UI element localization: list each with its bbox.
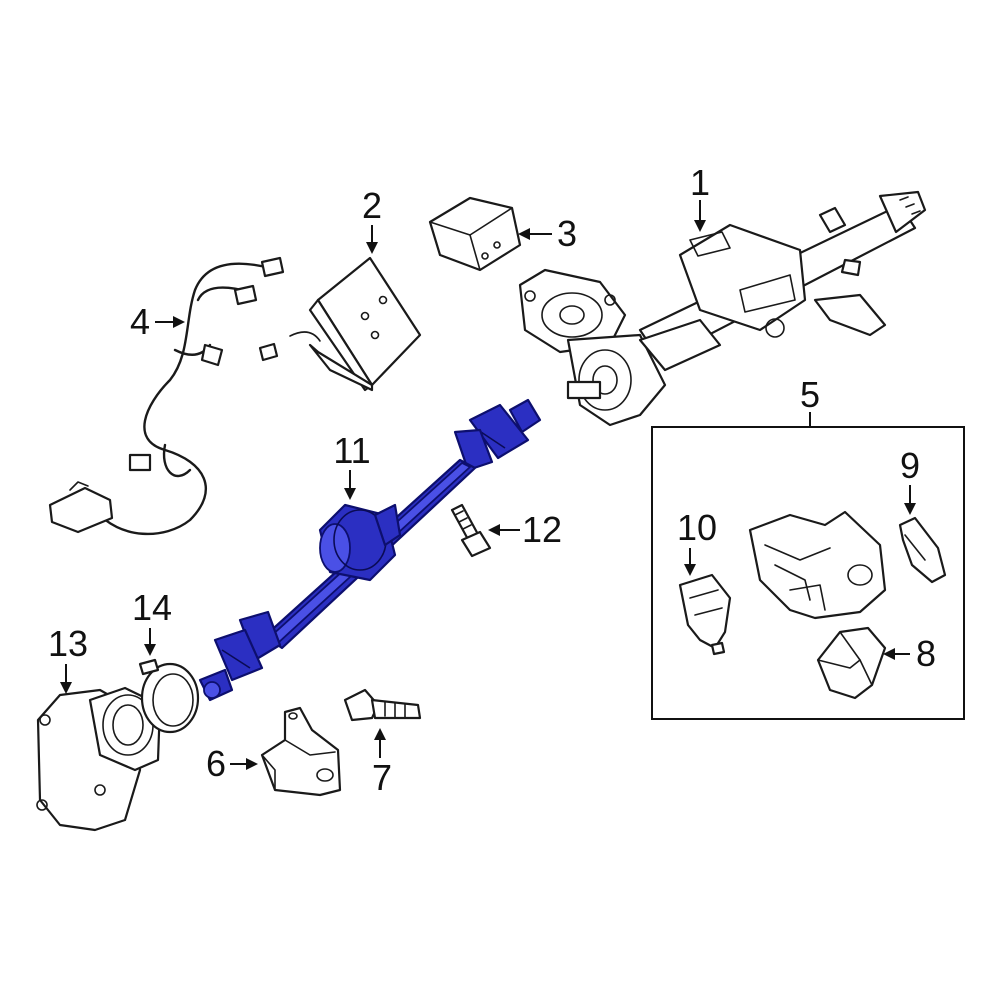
part-13-column-hole-cover[interactable] [36, 686, 162, 832]
callout-6: 6 [206, 743, 258, 784]
callout-1-number: 1 [690, 162, 710, 203]
part-10-immobilizer[interactable] [678, 573, 732, 656]
part-11-intermediate-shaft[interactable] [198, 398, 542, 702]
callout-9-number: 9 [900, 445, 920, 486]
part-7-stud[interactable] [343, 688, 422, 722]
callout-10-number: 10 [677, 507, 717, 548]
part-9-switch[interactable] [898, 516, 947, 584]
part-14-clamp-ring[interactable] [138, 658, 200, 734]
part-1-steering-column[interactable] [518, 190, 927, 427]
callout-5-number: 5 [800, 374, 820, 415]
callout-11-number: 11 [333, 430, 370, 471]
part-3-module-cover[interactable] [428, 196, 522, 272]
callout-8-number: 8 [916, 633, 936, 674]
callout-10: 10 [677, 507, 717, 576]
callout-2: 2 [362, 185, 382, 254]
callout-8: 8 [883, 633, 936, 674]
callout-7-number: 7 [372, 757, 392, 798]
callout-5: 5 [800, 374, 820, 427]
lock-housing[interactable] [748, 510, 887, 620]
callout-4-number: 4 [130, 301, 150, 342]
callout-12: 12 [488, 509, 562, 550]
callout-7: 7 [372, 728, 392, 798]
callout-9: 9 [900, 445, 920, 515]
part-12-bolt[interactable] [450, 503, 492, 558]
callout-2-number: 2 [362, 185, 382, 226]
callout-1: 1 [690, 162, 710, 232]
part-8-key-cylinder[interactable] [816, 626, 887, 700]
callout-12-number: 12 [522, 509, 562, 550]
callout-4: 4 [130, 301, 185, 342]
part-5-ignition-assembly-box[interactable] [651, 426, 965, 720]
callout-3-number: 3 [557, 213, 577, 254]
callout-14: 14 [132, 587, 172, 656]
callout-11: 11 [333, 430, 371, 500]
part-2-control-module[interactable] [258, 256, 422, 392]
part-4-wiring-harness[interactable] [48, 256, 285, 536]
callout-6-number: 6 [206, 743, 226, 784]
callout-3: 3 [518, 213, 577, 254]
callout-13: 13 [48, 623, 88, 694]
callout-14-number: 14 [132, 587, 172, 628]
callout-13-number: 13 [48, 623, 88, 664]
part-6-bracket[interactable] [260, 706, 342, 797]
